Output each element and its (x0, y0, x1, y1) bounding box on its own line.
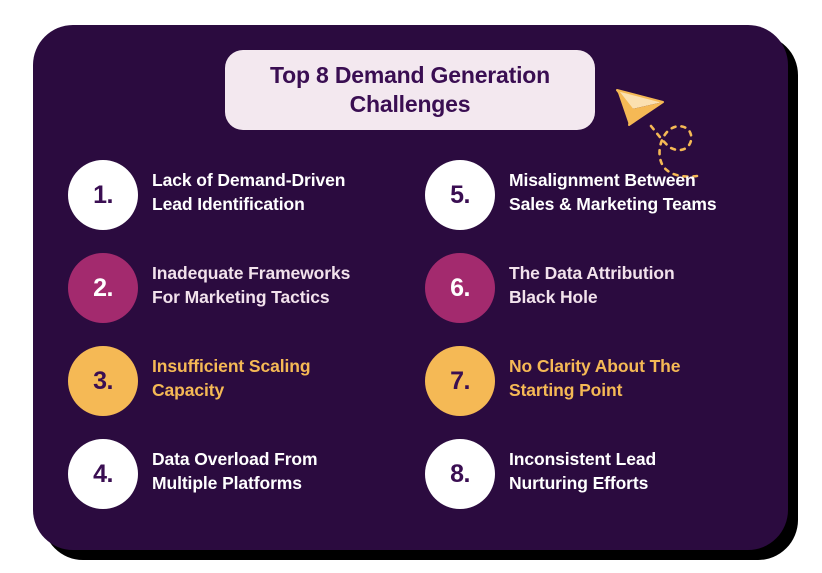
challenge-number: 2. (93, 273, 113, 302)
challenge-number: 1. (93, 180, 113, 209)
challenge-number-badge: 6. (425, 253, 495, 323)
page-title-line-2: Challenges (349, 91, 471, 117)
challenge-label-line-2: Starting Point (509, 379, 623, 400)
challenge-label-line-2: Sales & Marketing Teams (509, 193, 717, 214)
challenge-number-badge: 7. (425, 346, 495, 416)
challenge-number: 3. (93, 366, 113, 395)
plane-wing-lower (629, 102, 663, 125)
challenge-label-line-2: Black Hole (509, 286, 598, 307)
challenge-label-line-2: Capacity (152, 379, 225, 400)
infographic-card: Top 8 Demand Generation Challenges 1. Lac… (33, 25, 788, 550)
plane-fold (616, 89, 633, 110)
challenge-number-badge: 5. (425, 160, 495, 230)
challenge-number: 4. (93, 459, 113, 488)
challenge-label-line-1: Lack of Demand-Driven (152, 170, 346, 190)
challenge-number-badge: 2. (68, 253, 138, 323)
challenge-label-line-2: For Marketing Tactics (152, 286, 330, 307)
challenge-number: 7. (450, 366, 470, 395)
challenge-label-line-1: No Clarity About The (509, 356, 681, 376)
plane-wing-light (617, 90, 663, 109)
challenge-number-badge: 4. (68, 439, 138, 509)
challenge-label-line-1: Data Overload From (152, 449, 318, 469)
challenge-number: 6. (450, 273, 470, 302)
page-title: Top 8 Demand Generation Challenges (270, 61, 550, 120)
challenge-number-badge: 3. (68, 346, 138, 416)
page-title-line-1: Top 8 Demand Generation (270, 61, 550, 88)
challenge-label-line-1: Insufficient Scaling (152, 356, 311, 376)
challenge-label-line-1: Misalignment Between (509, 170, 696, 190)
plane-wing-main (617, 90, 632, 125)
challenge-number-badge: 1. (68, 160, 138, 230)
challenge-number: 8. (450, 459, 470, 488)
challenge-label-line-2: Nurturing Efforts (509, 472, 649, 493)
challenge-label-line-2: Multiple Platforms (152, 472, 302, 493)
challenge-number-badge: 8. (425, 439, 495, 509)
challenge-label-line-1: Inadequate Frameworks (152, 263, 351, 283)
challenge-label-line-2: Lead Identification (152, 193, 305, 214)
title-pill: Top 8 Demand Generation Challenges (225, 50, 595, 130)
challenge-number: 5. (450, 180, 470, 209)
challenge-label-line-1: Inconsistent Lead (509, 449, 657, 469)
plane-outline (616, 89, 664, 126)
challenge-label-line-1: The Data Attribution (509, 263, 675, 283)
